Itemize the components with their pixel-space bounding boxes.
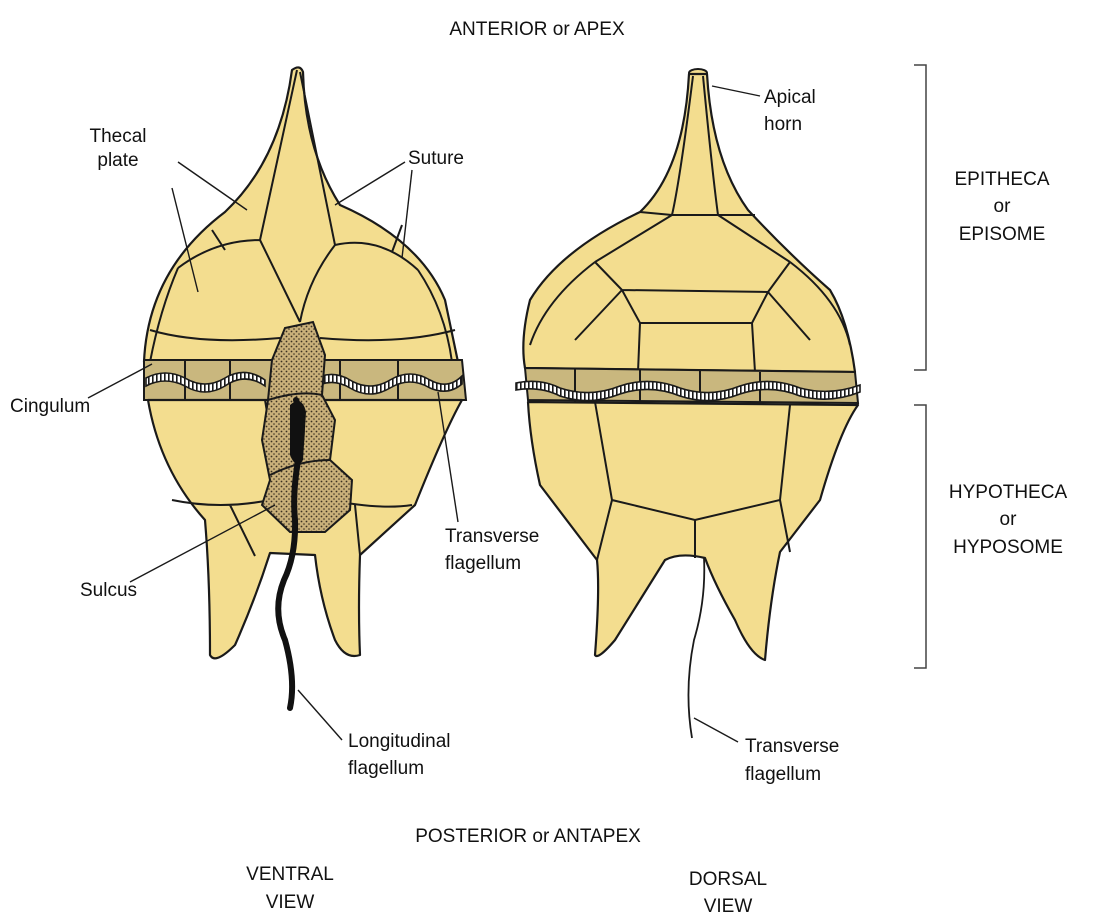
transverse-flagellum-dorsal-leader — [694, 718, 738, 742]
suture-label: Suture — [408, 148, 464, 169]
suture-leader-1 — [335, 162, 405, 205]
thecal-plate-leader-1 — [178, 162, 247, 210]
longitudinal-flagellum-label-line1: Longitudinal — [348, 731, 450, 752]
hypotheca-label-line2: or — [1000, 509, 1018, 530]
transverse-flagellum-dorsal-label-line2: flagellum — [745, 764, 821, 785]
longitudinal-flagellum-leader — [298, 690, 342, 740]
apical-horn-label-line1: Apical — [764, 87, 816, 108]
transverse-flagellum-dorsal-label-line1: Transverse — [745, 736, 839, 757]
apical-horn-label-line2: horn — [764, 114, 802, 135]
longitudinal-flagellum-label-line2: flagellum — [348, 758, 424, 779]
dorsal-view-label-line1: DORSAL — [689, 869, 767, 890]
hypotheca-label-line1: HYPOTHECA — [949, 482, 1068, 503]
anterior-label: ANTERIOR or APEX — [449, 19, 625, 40]
hypotheca-label-line3: HYPOSOME — [953, 537, 1063, 558]
dorsal-epitheca — [523, 74, 855, 372]
cingulum-leader — [88, 364, 152, 398]
dorsal-view-label-line2: VIEW — [704, 896, 753, 916]
dorsal-cell — [516, 69, 860, 738]
epitheca-label-line3: EPISOME — [959, 224, 1046, 245]
posterior-label: POSTERIOR or ANTAPEX — [415, 826, 641, 847]
thecal-plate-label-line1: Thecal — [89, 126, 146, 147]
transverse-flagellum-ventral-label-line1: Transverse — [445, 526, 539, 547]
dorsal-flagellum-tail — [688, 558, 704, 738]
apical-horn-leader — [712, 86, 760, 96]
epitheca-bracket — [914, 65, 926, 370]
hypotheca-bracket — [914, 405, 926, 668]
suture-leader-2 — [402, 170, 412, 258]
thecal-plate-label-line2: plate — [97, 150, 138, 171]
dorsal-hypotheca — [528, 402, 858, 660]
cingulum-label: Cingulum — [10, 396, 90, 417]
sulcus-label: Sulcus — [80, 580, 137, 601]
ventral-view-label-line2: VIEW — [266, 892, 315, 913]
ventral-view-label-line1: VENTRAL — [246, 864, 334, 885]
epitheca-label-line2: or — [994, 196, 1012, 217]
transverse-flagellum-ventral-label-line2: flagellum — [445, 553, 521, 574]
epitheca-label-line1: EPITHECA — [954, 169, 1049, 190]
